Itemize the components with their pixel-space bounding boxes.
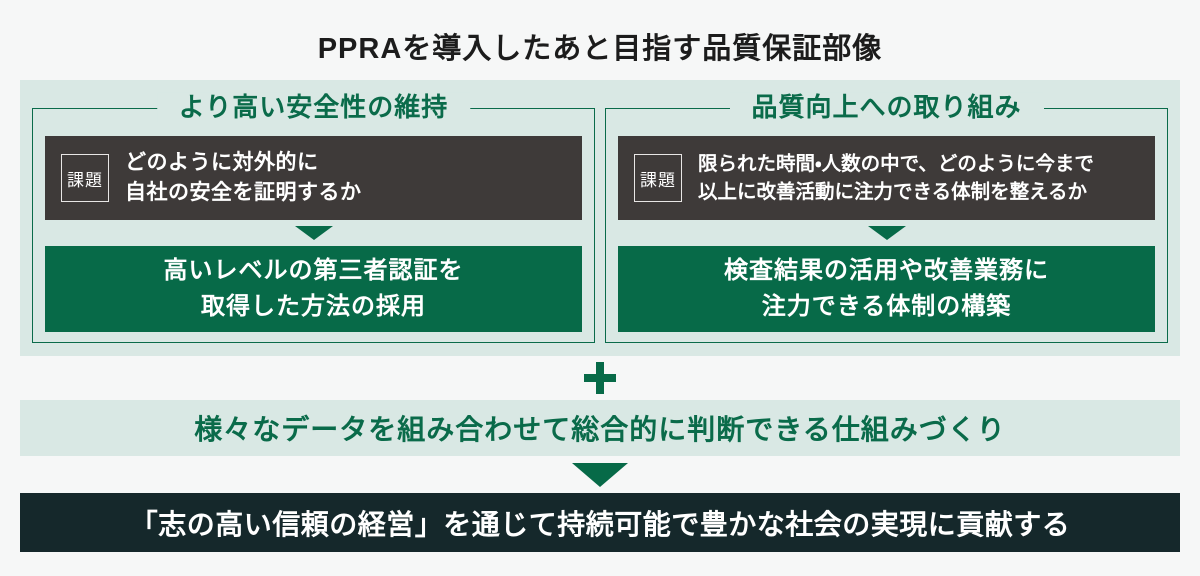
challenge-text-line2: 以上に改善活動に注力できる体制を整えるか xyxy=(698,181,1088,203)
solution-text-line1: 検査結果の活用や改善業務に xyxy=(724,257,1049,284)
arrow-down-icon xyxy=(572,462,628,487)
goal-columns: より高い安全性の維持 課題 どのように対外的に 自社の安全を証明するか 高いレベ… xyxy=(32,92,1168,343)
challenge-text-line2: 自社の安全を証明するか xyxy=(125,181,362,204)
column-quality: 品質向上への取り組み 課題 限られた時間・人数の中で、どのように今まで 以上に改… xyxy=(605,92,1168,343)
challenge-text-line1: どのように対外的に xyxy=(125,150,319,174)
page-title: PPRAを導入したあと目指す品質保証部像 xyxy=(317,33,883,65)
challenge-text-safety: どのように対外的に 自社の安全を証明するか xyxy=(125,148,362,209)
solution-text-line2: 注力できる体制の構築 xyxy=(761,293,1012,320)
integration-bar: 様々なデータを組み合わせて総合的に判断できる仕組みづくり xyxy=(20,400,1180,456)
solution-box-safety: 高いレベルの第三者認証を 取得した方法の採用 xyxy=(45,246,582,332)
solution-box-quality: 検査結果の活用や改善業務に 注力できる体制の構築 xyxy=(618,246,1155,332)
challenge-badge: 課題 xyxy=(634,154,682,202)
solution-text-line2: 取得した方法の採用 xyxy=(201,293,426,320)
plus-row xyxy=(0,356,1200,400)
goals-panel: より高い安全性の維持 課題 どのように対外的に 自社の安全を証明するか 高いレベ… xyxy=(20,80,1180,356)
challenge-box-safety: 課題 どのように対外的に 自社の安全を証明するか xyxy=(45,136,582,220)
challenge-badge: 課題 xyxy=(61,154,109,202)
big-arrow-row xyxy=(0,456,1200,493)
challenge-box-quality: 課題 限られた時間・人数の中で、どのように今まで 以上に改善活動に注力できる体制… xyxy=(618,136,1155,220)
column-safety-header: より高い安全性の維持 xyxy=(156,92,471,123)
arrow-down-icon xyxy=(867,226,906,240)
plus-icon xyxy=(584,362,616,394)
mission-bar: 「志の高い信頼の経営」を通じて持続可能で豊かな社会の実現に貢献する xyxy=(20,493,1180,552)
column-safety: より高い安全性の維持 課題 どのように対外的に 自社の安全を証明するか 高いレベ… xyxy=(32,92,595,343)
column-quality-header: 品質向上への取り組み xyxy=(729,92,1044,123)
challenge-text-line1: 限られた時間・人数の中で、どのように今まで xyxy=(698,152,1094,175)
arrow-down-icon xyxy=(294,226,333,240)
solution-text-line1: 高いレベルの第三者認証を xyxy=(163,257,464,284)
challenge-text-quality: 限られた時間・人数の中で、どのように今まで 以上に改善活動に注力できる体制を整え… xyxy=(698,150,1094,207)
